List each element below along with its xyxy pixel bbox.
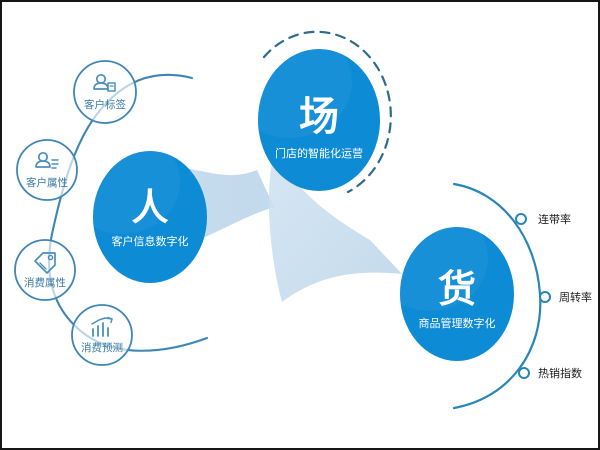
mini-node-consumption-attribute[interactable]: 消费属性 <box>14 239 76 301</box>
mini-node-customer-attribute[interactable]: 客户属性 <box>16 139 78 201</box>
bar-chart-trend-icon <box>91 316 113 337</box>
main-node-char: 货 <box>438 267 476 311</box>
kpi-node-dot <box>515 213 527 225</box>
kpi-node-label: 热销指数 <box>538 366 582 380</box>
mini-node-circle <box>16 139 78 201</box>
main-node-chang[interactable]: 场 门店的智能化运营 <box>228 26 380 191</box>
main-node-subtitle: 门店的智能化运营 <box>275 146 363 160</box>
main-node-char: 场 <box>299 94 339 140</box>
main-node-char: 人 <box>132 186 169 229</box>
price-tag-icon <box>34 252 56 274</box>
mini-node-customer-tag[interactable]: 客户标签 <box>73 60 137 124</box>
main-node-subtitle: 客户信息数字化 <box>112 234 189 248</box>
kpi-node-turnover-rate[interactable]: 周转率 <box>539 290 592 304</box>
kpi-node-attach-rate[interactable]: 连带率 <box>515 212 571 226</box>
main-node-shape <box>258 49 380 191</box>
main-node-shape <box>400 227 514 361</box>
main-node-shape <box>93 151 207 283</box>
kpi-node-dot <box>518 367 530 379</box>
mini-node-consumption-forecast[interactable]: 消费预测 <box>71 304 133 366</box>
ribbon-chang-huo <box>268 152 402 302</box>
kpi-node-label: 周转率 <box>559 290 592 304</box>
mini-node-circle <box>73 60 137 124</box>
dashed-arc-chang <box>262 30 392 194</box>
mini-node-label: 消费属性 <box>24 276 66 289</box>
main-node-huo[interactable]: 货 商品管理数字化 <box>372 205 514 361</box>
mini-node-label: 消费预测 <box>81 341 123 354</box>
kpi-node-dot <box>539 291 551 303</box>
person-badge-icon <box>93 73 116 92</box>
main-node-subtitle: 商品管理数字化 <box>419 316 496 330</box>
mini-node-circle <box>71 304 133 366</box>
mini-node-label: 客户标签 <box>84 98 126 111</box>
person-profile-icon <box>35 151 59 169</box>
main-node-ren[interactable]: 人 客户信息数字化 <box>64 130 207 283</box>
kpi-node-label: 连带率 <box>538 212 571 226</box>
mini-node-label: 客户属性 <box>26 176 68 189</box>
kpi-node-hot-sale-index[interactable]: 热销指数 <box>518 366 582 380</box>
